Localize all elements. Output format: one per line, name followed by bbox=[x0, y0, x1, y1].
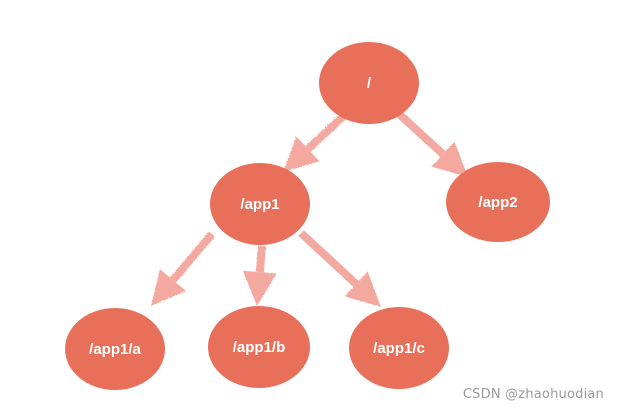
arrow-head bbox=[283, 136, 320, 172]
arrow-head bbox=[242, 270, 277, 306]
node-ellipse bbox=[319, 42, 419, 124]
edge-arrow-app1-to-app1a bbox=[151, 231, 216, 306]
edge-arrow-app1-to-app1b bbox=[242, 245, 277, 306]
nodes: / /app1/app2/app1/a/app1/b/app1/c bbox=[65, 42, 550, 390]
arrow-shaft bbox=[305, 109, 351, 152]
arrow-head bbox=[151, 269, 186, 306]
node-label: / bbox=[367, 75, 372, 92]
edge-arrow-app1-to-app1c bbox=[298, 230, 381, 307]
edge-arrow-root-to-app1 bbox=[283, 109, 351, 172]
node-ellipse bbox=[210, 163, 310, 245]
node-label: /app1/a bbox=[89, 341, 141, 358]
arrow-shaft bbox=[298, 230, 359, 287]
arrow-head bbox=[431, 141, 468, 177]
edges bbox=[151, 109, 468, 307]
node-label: /app2 bbox=[478, 194, 517, 211]
node-label: /app1 bbox=[240, 196, 279, 213]
node-ellipse bbox=[208, 306, 310, 388]
node-app1b: /app1/b bbox=[208, 306, 310, 388]
node-root: / bbox=[319, 42, 419, 124]
node-ellipse bbox=[349, 307, 449, 389]
node-app1: /app1 bbox=[210, 163, 310, 245]
node-ellipse bbox=[446, 162, 550, 242]
arrow-head bbox=[344, 271, 381, 307]
node-app1c: /app1/c bbox=[349, 307, 449, 389]
node-label: /app1/b bbox=[233, 339, 286, 356]
node-app1a: /app1/a bbox=[65, 308, 165, 390]
arrow-shaft bbox=[169, 231, 216, 283]
node-label: /app1/c bbox=[373, 340, 425, 357]
arrow-shaft bbox=[255, 245, 266, 273]
edge-arrow-root-to-app2 bbox=[395, 110, 468, 177]
arrow-shaft bbox=[395, 110, 446, 158]
node-app2: /app2 bbox=[446, 162, 550, 242]
watermark-text: CSDN @zhaohuodian bbox=[462, 387, 604, 402]
node-ellipse bbox=[65, 308, 165, 390]
